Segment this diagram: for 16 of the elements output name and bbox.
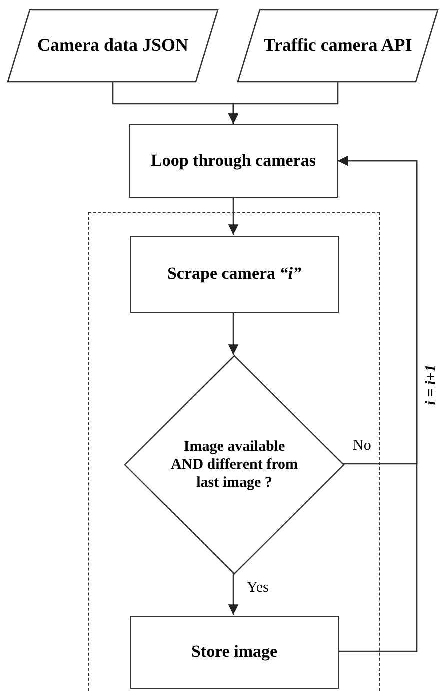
node-text: Store image (191, 642, 278, 663)
process-box (130, 236, 339, 313)
node-text: Traffic camera API (264, 35, 412, 57)
node-text: Camera data JSON (38, 35, 188, 57)
process-box (129, 124, 338, 198)
node-text: Loop through cameras (151, 150, 316, 172)
node-text: Image available AND different from last image ? (170, 438, 299, 492)
arrow (338, 156, 418, 465)
arrow (228, 82, 339, 124)
arrow (228, 198, 239, 235)
process-box (130, 616, 339, 689)
loop-counter-label: i = i+1 (424, 364, 440, 406)
dashed-group-boundary (88, 212, 380, 691)
node-text: Scrape camera “i” (167, 264, 302, 285)
arrow (228, 312, 239, 355)
arrow (228, 573, 239, 615)
